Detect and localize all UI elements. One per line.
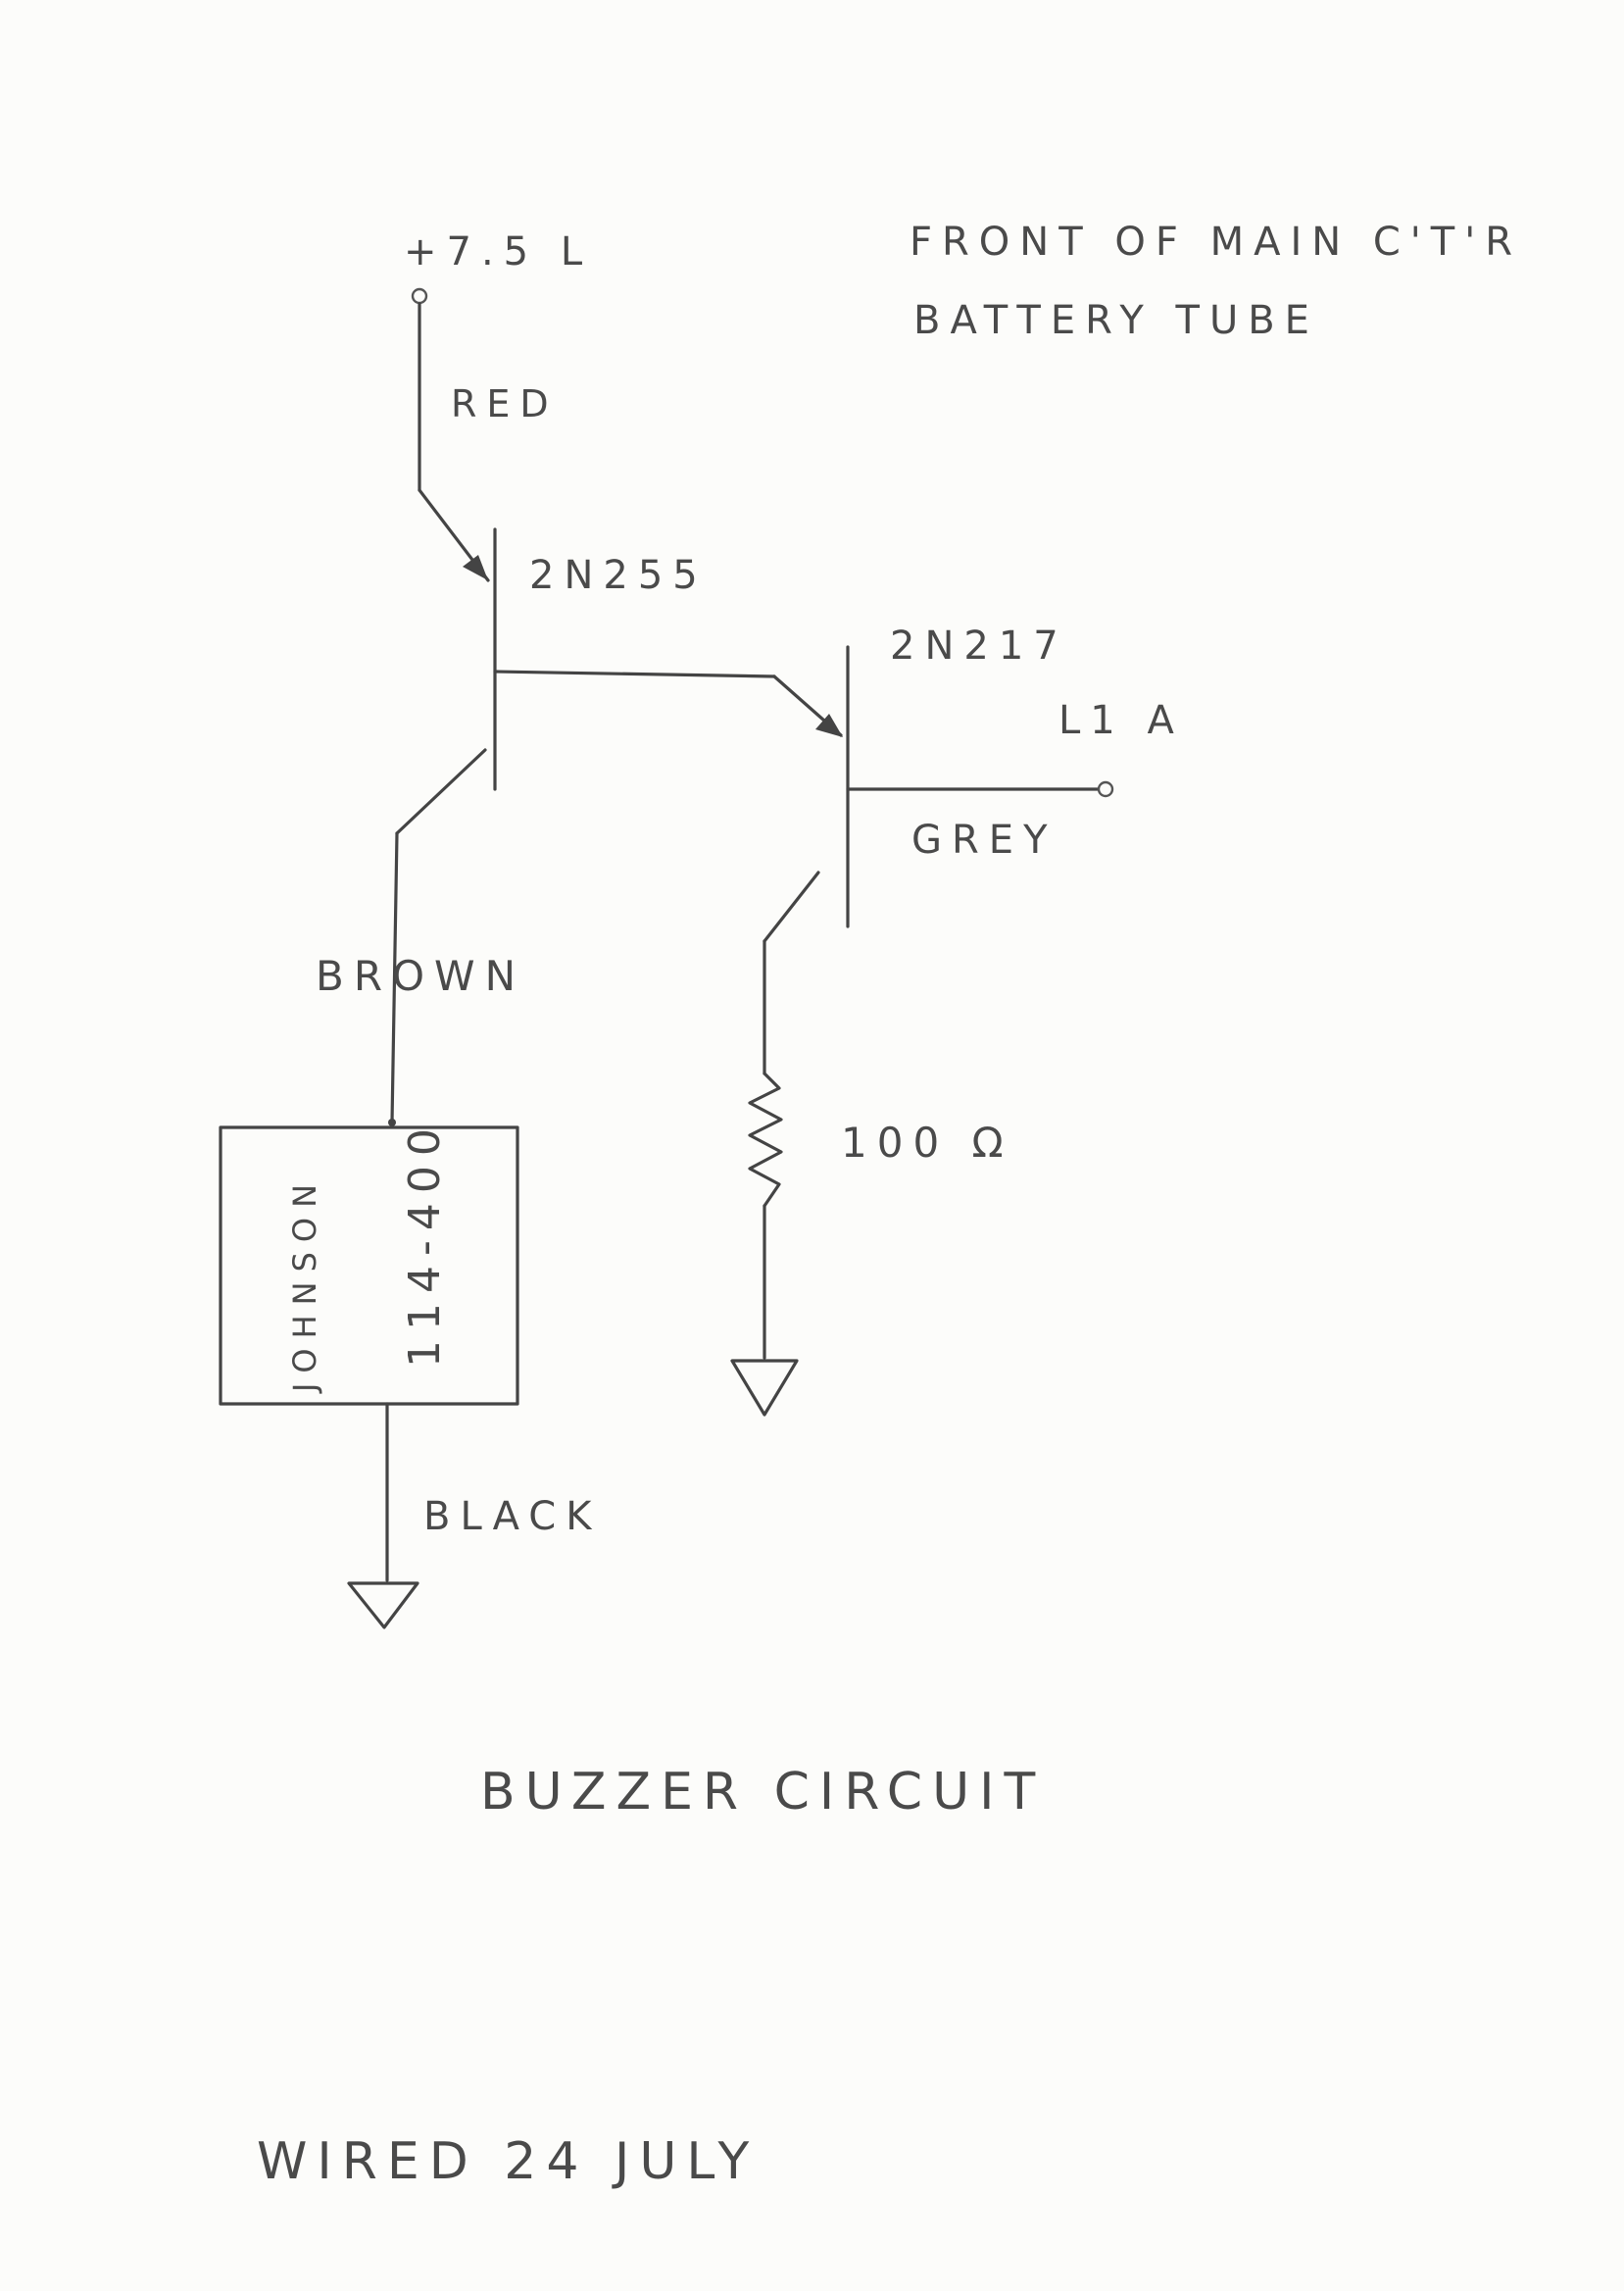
ground-symbol-left — [347, 1581, 419, 1629]
johnson-buzzer-box — [219, 1125, 519, 1406]
supply-label: +7.5 L — [404, 229, 592, 275]
q1-emitter-arrow — [463, 555, 488, 580]
q2-emitter-arrow — [815, 714, 843, 737]
supply-terminal — [411, 287, 428, 305]
ground-symbol-right — [730, 1359, 799, 1417]
grey-wire-label: GREY — [911, 818, 1058, 863]
brown-junction — [388, 1119, 396, 1126]
q2-collector-lead — [763, 871, 820, 943]
resistor-100-ohm — [748, 1072, 783, 1208]
location-line-2: BATTERY TUBE — [913, 298, 1319, 343]
location-line-1: FRONT OF MAIN C'T'R — [910, 220, 1522, 265]
output-terminal — [1097, 780, 1114, 798]
output-terminal-label: L1 A — [1058, 698, 1184, 743]
buzzer-make-label: JOHNSON — [286, 1174, 323, 1394]
q1-part-label: 2N255 — [529, 553, 708, 598]
q2-part-label: 2N217 — [890, 624, 1068, 669]
resistor-label: 100 Ω — [841, 1119, 1013, 1167]
diagram-title: BUZZER CIRCUIT — [480, 1763, 1045, 1822]
brown-wire-label: BROWN — [316, 952, 525, 1000]
buzzer-model-label: 114-400 — [400, 1119, 450, 1368]
black-wire-label: BLACK — [423, 1494, 601, 1539]
red-wire-label: RED — [451, 382, 559, 425]
wired-date-note: WIRED 24 JULY — [257, 2132, 759, 2191]
brown-wire — [390, 831, 399, 1124]
q1-to-q2-wire — [493, 670, 776, 678]
q1-collector-lead — [395, 748, 487, 835]
